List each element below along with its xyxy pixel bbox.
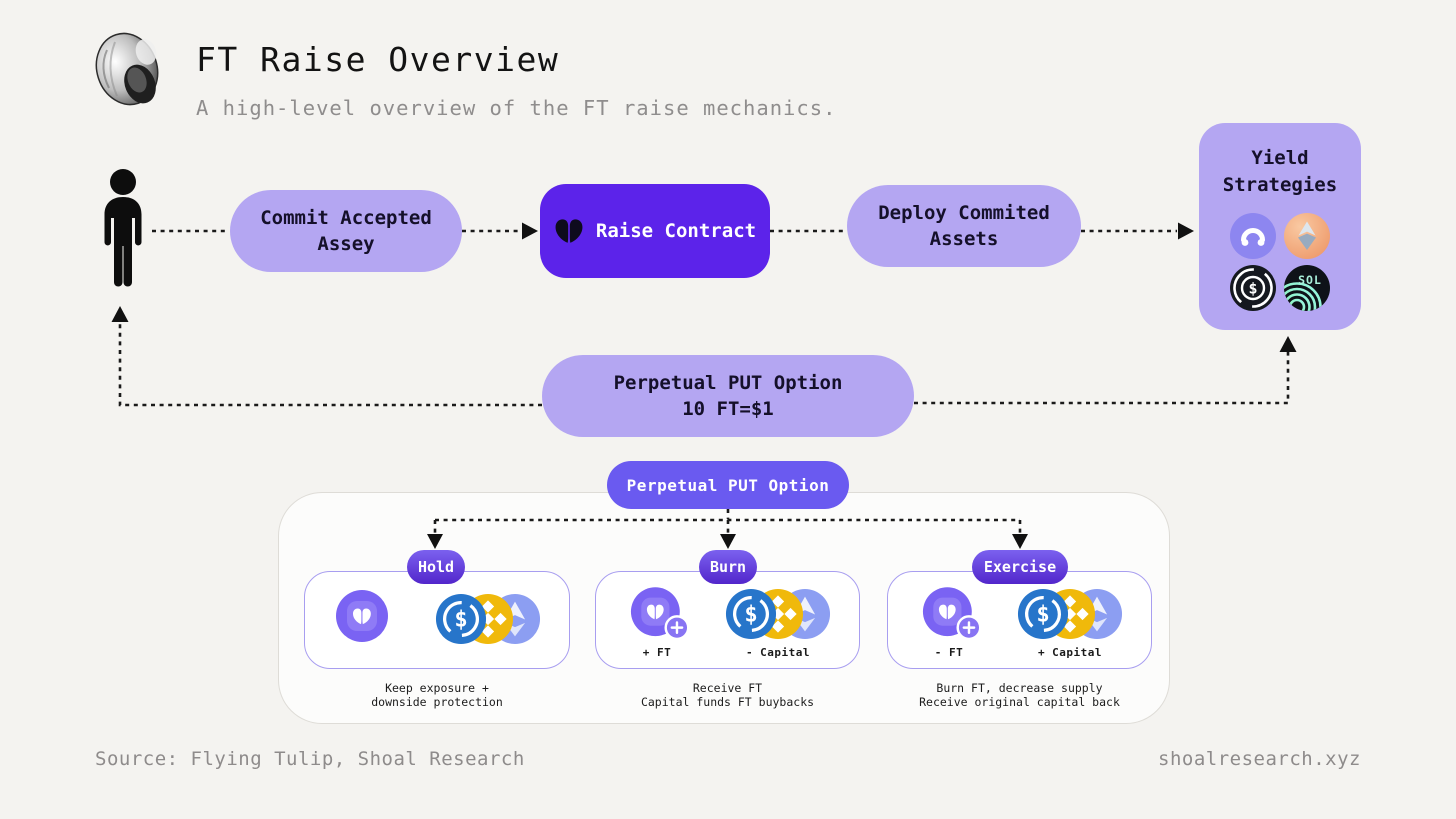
perpetual-put-node[interactable]: Perpetual PUT Option 10 FT=$1 bbox=[542, 355, 914, 437]
capital-coins: $ bbox=[435, 593, 541, 645]
ft-token-plus-icon bbox=[630, 586, 690, 641]
perpetual-put-option-header[interactable]: Perpetual PUT Option bbox=[607, 461, 849, 509]
svg-text:$: $ bbox=[454, 607, 467, 633]
put-line2: 10 FT=$1 bbox=[682, 398, 774, 420]
page-subtitle: A high-level overview of the FT raise me… bbox=[196, 96, 837, 120]
lido-icon bbox=[1284, 213, 1330, 259]
burn-card[interactable]: $ + FT - Capital bbox=[595, 571, 860, 669]
page-title: FT Raise Overview bbox=[196, 40, 560, 79]
yield-line1: Yield bbox=[1251, 147, 1309, 169]
capital-delta-label: + Capital bbox=[1037, 646, 1103, 659]
usdc-coin-icon: $ bbox=[725, 588, 777, 640]
put-line1: Perpetual PUT Option bbox=[613, 372, 843, 394]
hold-badge[interactable]: Hold bbox=[407, 550, 465, 584]
exercise-caption: Burn FT, decrease supply Receive origina… bbox=[919, 681, 1120, 709]
sol-coin-icon: SOL bbox=[1284, 265, 1330, 311]
dollar-coin-icon: $ bbox=[1230, 265, 1276, 311]
ft-token-plus-icon bbox=[922, 586, 982, 641]
ft-token-icon bbox=[335, 589, 389, 643]
burn-caption: Receive FT Capital funds FT buybacks bbox=[640, 681, 815, 709]
ft-delta-label: - FT bbox=[934, 646, 964, 659]
hold-card[interactable]: $ bbox=[304, 571, 570, 669]
yield-icons-grid: $ SOL bbox=[1230, 213, 1330, 311]
deploy-line1: Deploy Commited bbox=[878, 202, 1050, 224]
usdc-coin-icon: $ bbox=[435, 593, 487, 645]
deploy-line2: Assets bbox=[929, 228, 999, 250]
burn-badge[interactable]: Burn bbox=[699, 550, 757, 584]
yield-strategies-node[interactable]: Yield Strategies $ SOL bbox=[1199, 123, 1361, 330]
svg-text:$: $ bbox=[1248, 280, 1257, 298]
ft-delta-label: + FT bbox=[642, 646, 672, 659]
source-credit: Source: Flying Tulip, Shoal Research bbox=[95, 748, 525, 770]
exercise-card[interactable]: $ - FT + Capital bbox=[887, 571, 1152, 669]
tulip-icon bbox=[554, 217, 584, 245]
shell-logo-icon bbox=[93, 28, 167, 110]
commit-line2: Assey bbox=[317, 233, 375, 255]
raise-contract-label: Raise Contract bbox=[595, 220, 757, 242]
raise-contract-node[interactable]: Raise Contract bbox=[540, 184, 770, 278]
exercise-badge[interactable]: Exercise bbox=[972, 550, 1068, 584]
svg-text:$: $ bbox=[744, 602, 757, 628]
site-link[interactable]: shoalresearch.xyz bbox=[1158, 748, 1361, 770]
deploy-assets-node[interactable]: Deploy Commited Assets bbox=[847, 185, 1081, 267]
arch-protocol-icon bbox=[1230, 213, 1276, 259]
capital-delta-label: - Capital bbox=[745, 646, 811, 659]
yield-line2: Strategies bbox=[1222, 174, 1338, 196]
usdc-coin-icon: $ bbox=[1017, 588, 1069, 640]
svg-text:SOL: SOL bbox=[1298, 273, 1322, 287]
capital-coins: $ bbox=[1017, 588, 1123, 640]
commit-line1: Commit Accepted bbox=[260, 207, 432, 229]
hold-caption: Keep exposure + downside protection bbox=[371, 681, 503, 709]
capital-coins: $ bbox=[725, 588, 831, 640]
svg-text:$: $ bbox=[1036, 602, 1049, 628]
person-icon bbox=[94, 168, 152, 292]
commit-assets-node[interactable]: Commit Accepted Assey bbox=[230, 190, 462, 272]
